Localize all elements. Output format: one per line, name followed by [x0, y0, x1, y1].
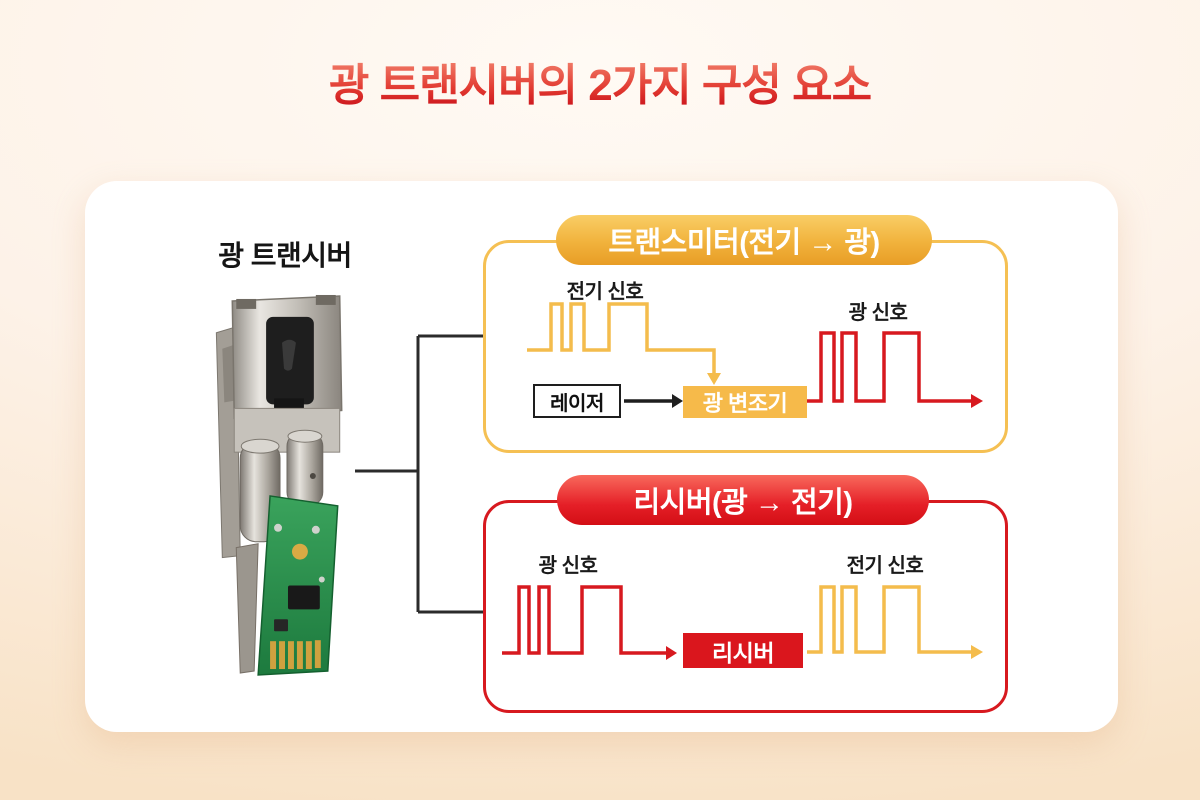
receiver-header-label: 리시버(광 → 전기) [633, 487, 853, 519]
laser-box: 레이저 [533, 384, 621, 418]
transmitter-panel [483, 240, 1008, 453]
page-title: 광 트랜시버의 2가지 구성 요소 [0, 61, 1200, 110]
transmitter-header-label: 트랜스미터(전기 → 광) [608, 227, 880, 259]
tx-input-signal-label: 전기 신호 [566, 281, 644, 303]
receiver-panel [483, 500, 1008, 713]
transmitter-header-pill: 트랜스미터(전기 → 광) [556, 215, 932, 265]
rx-output-signal-label: 전기 신호 [846, 555, 924, 577]
tx-output-signal-label: 광 신호 [848, 302, 908, 324]
rx-input-signal-label: 광 신호 [538, 555, 598, 577]
transceiver-photo-label: 광 트랜시버 [218, 240, 352, 271]
receiver-box: 리시버 [683, 633, 803, 668]
receiver-header-pill: 리시버(광 → 전기) [557, 475, 929, 525]
optical-modulator-box: 광 변조기 [683, 386, 807, 418]
transceiver-photo [215, 294, 343, 676]
